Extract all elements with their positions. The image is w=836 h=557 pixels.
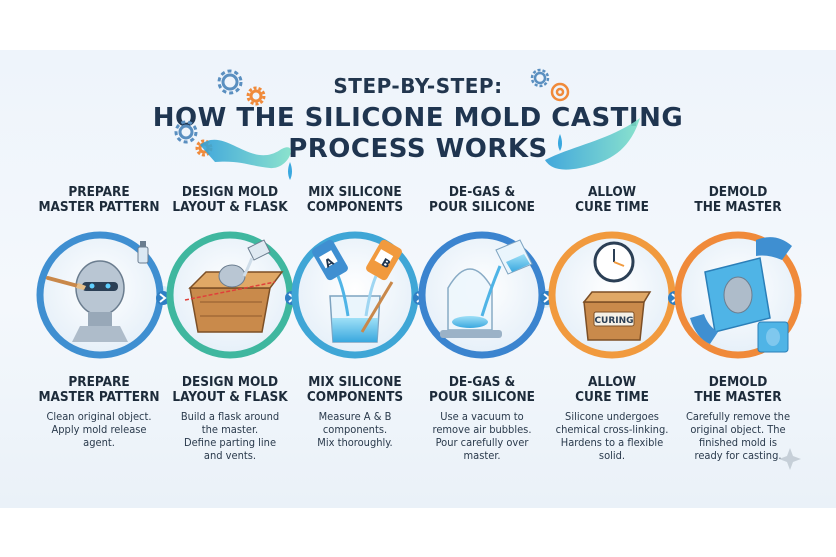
liquid-splash-right [545,118,640,170]
process-illustration: A B [36,68,803,359]
robot-head-icon [72,260,128,342]
step-5-description: Silicone undergoes chemical cross-linkin… [555,410,669,462]
step-2-title: DESIGN MOLD LAYOUT & FLASK [172,374,288,405]
gear-icon [217,69,243,95]
step-4-description: Use a vacuum to remove air bubbles. Pour… [432,410,532,462]
gear-icon [246,86,266,106]
step-circle-6 [674,231,802,359]
title-line-3: PROCESS WORKS [288,134,548,164]
step-circle-1 [36,231,164,359]
drip-right [558,134,562,151]
infographic-canvas: STEP-BY-STEP: HOW THE SILICONE MOLD CAST… [0,50,836,508]
pouring-beaker-icon [480,239,533,317]
step-4-title-top: DE-GAS & POUR SILICONE [429,184,535,215]
bottom-margin [0,508,836,557]
step-3-description: Measure A & B components. Mix thoroughly… [317,410,393,449]
gear-icon [174,120,198,144]
step-6-description: Carefully remove the original object. Th… [685,410,791,462]
pouring-cup-icon [242,239,271,277]
liquid-splash-left [200,139,291,169]
next-arrow-icon [156,291,170,305]
silicone-stream [364,275,378,317]
step-5-title-top: ALLOW CURE TIME [575,184,649,215]
title-line-1: STEP-BY-STEP: [333,74,503,98]
clock-icon [593,241,635,283]
paintbrush-icon [46,276,86,290]
step-circle-3 [291,231,419,359]
step-circle-2 [166,231,294,359]
silicone-stream [336,275,350,317]
title-line-2: HOW THE SILICONE MOLD CASTING [152,103,684,133]
step-2-title-top: DESIGN MOLD LAYOUT & FLASK [172,184,288,215]
bottle-b-icon [366,239,402,281]
curing-box-icon [582,291,652,341]
drip-left [288,162,292,180]
step-3-title-top: MIX SILICONE COMPONENTS [306,184,404,215]
step-5-title: ALLOW CURE TIME [575,374,649,405]
step-circle-5 [548,231,676,359]
step-circle-4 [418,231,546,359]
step-6-title-top: DEMOLD THE MASTER [694,184,782,215]
curing-box-label: CURING [594,316,633,326]
silicone-mold-icon [704,257,771,333]
wooden-flask-icon [184,264,284,333]
step-1-title-top: PREPARE MASTER PATTERN [38,184,160,215]
spray-bottle-icon [137,241,149,264]
step-3-title: MIX SILICONE COMPONENTS [306,374,404,405]
gear-icon [530,68,550,88]
mold-block-icon [757,321,789,353]
gloved-hand-icon [690,237,792,344]
step-2-description: Build a flask around the master. Define … [180,410,280,462]
step-1-title: PREPARE MASTER PATTERN [38,374,160,405]
step-6-title: DEMOLD THE MASTER [694,374,782,405]
step-1-description: Clean original object. Apply mold releas… [46,410,152,449]
target-icon [550,82,570,102]
step-4-title: DE-GAS & POUR SILICONE [429,374,535,405]
bottle-a-icon [312,239,348,281]
